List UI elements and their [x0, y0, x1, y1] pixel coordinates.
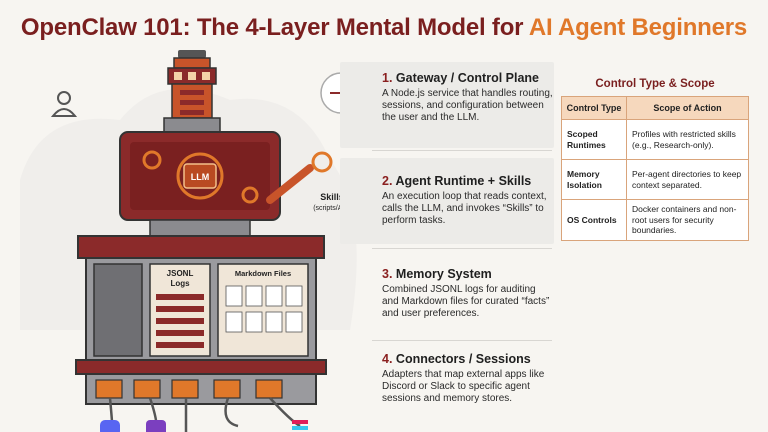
control-table: Control Type Scope of Action Scoped Runt…: [561, 96, 749, 241]
layer-desc: A Node.js service that handles routing, …: [382, 88, 553, 123]
layer-runtime: 2. Agent Runtime + Skills An execution l…: [382, 174, 552, 227]
layer-band-1: [340, 62, 554, 148]
table-row: Memory Isolation Per-agent directories t…: [561, 159, 749, 200]
user-icon: [50, 91, 78, 117]
table-row: Scoped Runtimes Profiles with restricted…: [561, 119, 749, 160]
page-title: OpenClaw 101: The 4-Layer Mental Model f…: [0, 14, 768, 42]
layer-gateway: 1. Gateway / Control Plane A Node.js ser…: [382, 71, 557, 124]
layer-band-2: [340, 158, 554, 244]
table-row: OS Controls Docker containers and non-ro…: [561, 199, 749, 241]
table-cell-type: Scoped Runtimes: [561, 119, 627, 160]
table-cell-scope: Per-agent directories to keep context se…: [626, 159, 749, 200]
skills-sub-label: (scripts/APIs): [313, 205, 355, 212]
layer-title: 4. Connectors / Sessions: [382, 352, 531, 366]
table-cell-type: Memory Isolation: [561, 159, 627, 200]
skills-label: Skills: [320, 192, 344, 202]
layer-title: 3. Memory System: [382, 267, 492, 281]
divider: [372, 340, 552, 341]
control-table-title: Control Type & Scope: [595, 78, 715, 90]
table-header: Control Type: [561, 96, 627, 120]
jsonl-label-1: JSONL: [167, 269, 194, 278]
purple-app-icon: [146, 420, 166, 432]
layer-connectors: 4. Connectors / Sessions Adapters that m…: [382, 352, 557, 405]
table-cell-scope: Docker containers and non-root users for…: [626, 199, 749, 241]
layer-memory: 3. Memory System Combined JSONL logs for…: [382, 267, 552, 320]
machine-illustration: LLM Skills (scripts/APIs) JSONL Logs Mar…: [20, 50, 362, 432]
layer-desc: An execution loop that reads context, ca…: [382, 191, 547, 226]
llm-label: LLM: [191, 172, 210, 182]
layer-desc: Combined JSONL logs for auditing and Mar…: [382, 284, 550, 319]
gear-icon: [142, 150, 259, 204]
divider: [372, 150, 552, 151]
divider: [372, 248, 552, 249]
slack-icon: [292, 420, 308, 430]
table-header-row: Control Type Scope of Action: [561, 96, 749, 120]
table-cell-scope: Profiles with restricted skills (e.g., R…: [626, 119, 749, 160]
jsonl-label-2: Logs: [170, 279, 190, 288]
layer-title: 2. Agent Runtime + Skills: [382, 174, 532, 188]
layer-desc: Adapters that map external apps like Dis…: [382, 369, 545, 404]
discord-icon: [100, 420, 120, 432]
layer-title: 1. Gateway / Control Plane: [382, 71, 540, 85]
markdown-label: Markdown Files: [235, 269, 291, 278]
title-main: OpenClaw 101: The 4-Layer Mental Model f…: [20, 14, 529, 41]
table-header: Scope of Action: [626, 96, 749, 120]
table-cell-type: OS Controls: [561, 199, 627, 241]
title-accent: AI Agent Beginners: [528, 14, 748, 41]
